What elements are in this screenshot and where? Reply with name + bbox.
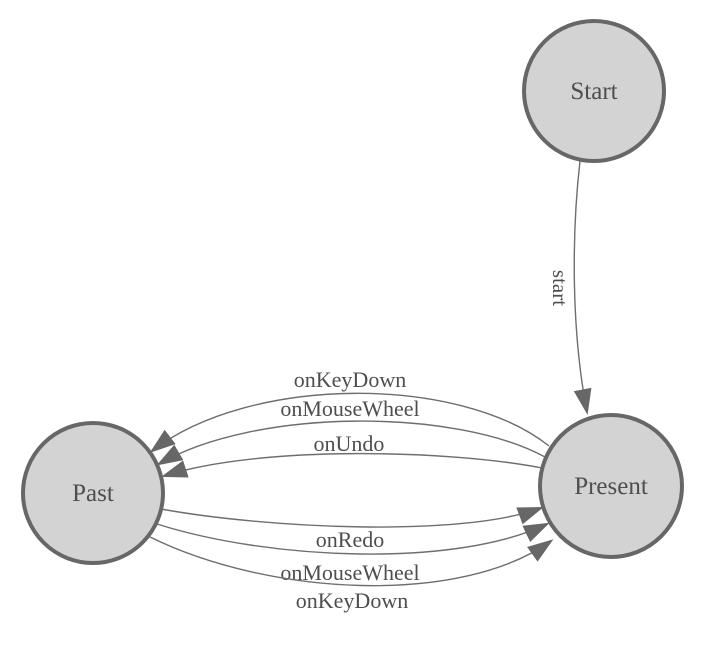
state-node-past: Past xyxy=(21,421,165,565)
state-node-start-label: Start xyxy=(570,78,617,105)
edge-past-to-present-onkeydown: onKeyDown xyxy=(149,536,554,613)
edge-line-past-to-present-2 xyxy=(156,522,550,555)
edge-label-onmousewheel-top: onMouseWheel xyxy=(280,396,419,421)
edge-present-to-past-onmousewheel: onMouseWheel xyxy=(156,396,546,466)
edge-line-past-to-present-3 xyxy=(149,536,554,587)
edge-present-to-past-onkeydown: onKeyDown xyxy=(149,367,550,453)
state-node-present-circle xyxy=(538,413,684,559)
state-node-present-label: Present xyxy=(574,473,648,500)
state-node-start: Start xyxy=(522,19,666,163)
edge-start-to-present: start xyxy=(548,160,592,415)
state-node-past-circle xyxy=(21,421,165,565)
edge-present-to-past-onundo: onUndo xyxy=(161,431,543,478)
edge-line-present-to-past-3 xyxy=(161,452,543,478)
edge-label-onkeydown-bottom: onKeyDown xyxy=(296,588,408,613)
edge-past-to-present-onredo: onRedo xyxy=(160,506,544,552)
edge-line-present-to-past-2 xyxy=(156,420,546,466)
state-node-past-label: Past xyxy=(72,480,114,507)
edge-line-past-to-present-1 xyxy=(160,506,544,528)
state-node-start-circle xyxy=(522,19,666,163)
edge-label-onundo: onUndo xyxy=(314,431,385,456)
edge-label-start: start xyxy=(548,270,572,306)
edge-label-onredo: onRedo xyxy=(316,527,384,552)
edge-line-present-to-past-1 xyxy=(149,392,550,453)
edge-line-start-to-present xyxy=(573,160,592,415)
state-node-present: Present xyxy=(538,413,684,559)
edge-label-onkeydown-top: onKeyDown xyxy=(294,367,406,392)
